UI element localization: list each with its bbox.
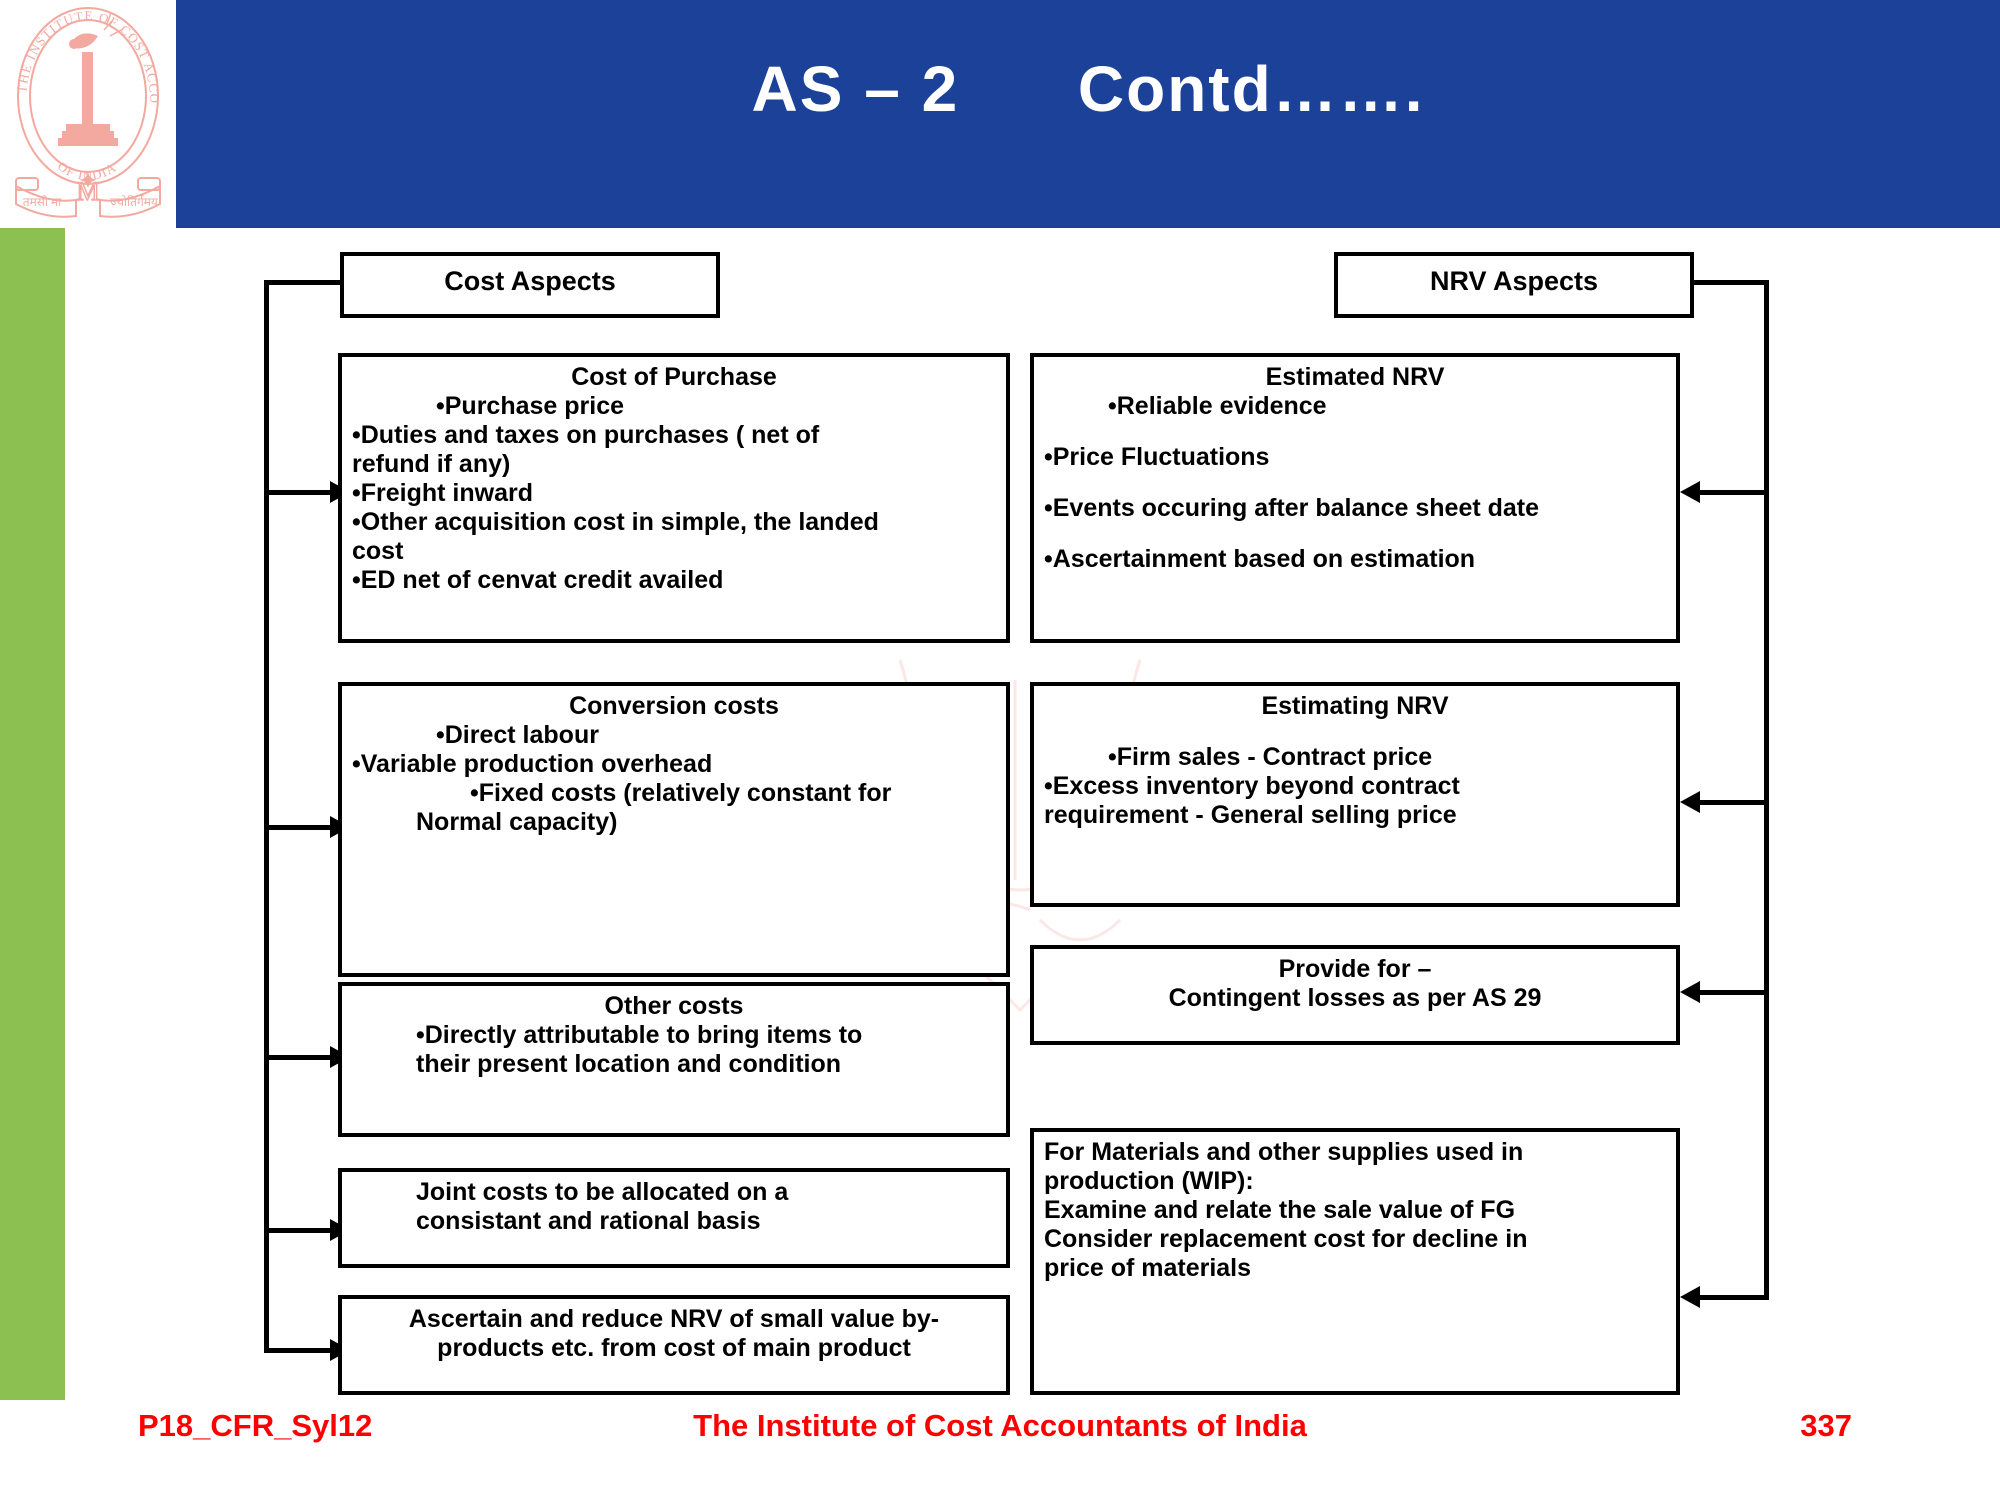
box-estimating-nrv[interactable]: Estimating NRV •Firm sales - Contract pr…	[1030, 682, 1680, 907]
left-spine-vertical	[264, 280, 269, 1350]
box-line: •Other acquisition cost in simple, the l…	[352, 508, 879, 536]
box-line: products etc. from cost of main product	[437, 1334, 911, 1362]
box-line: •Firm sales - Contract price	[1108, 743, 1433, 771]
left-accent-strip	[0, 228, 65, 1400]
box-line: •Excess inventory beyond contract	[1044, 772, 1460, 800]
box-provide-for-contingent-losses[interactable]: Provide for – Contingent losses as per A…	[1030, 945, 1680, 1045]
box-line: •Fixed costs (relatively constant for	[470, 779, 892, 807]
box-line: price of materials	[1044, 1254, 1252, 1282]
box-line: •Variable production overhead	[352, 750, 713, 778]
box-line: production (WIP):	[1044, 1167, 1254, 1195]
connector-left-5	[264, 1348, 334, 1353]
connector-left-4	[264, 1228, 334, 1233]
box-line: Ascertain and reduce NRV of small value …	[408, 1305, 940, 1333]
arrow-right-4-icon	[1680, 1286, 1700, 1308]
svg-text:तमसो मा: तमसो मा	[23, 195, 62, 209]
header-box-cost-aspects[interactable]: Cost Aspects	[340, 252, 720, 318]
header-box-nrv-aspects[interactable]: NRV Aspects	[1334, 252, 1694, 318]
footer-institute-name: The Institute of Cost Accountants of Ind…	[693, 1408, 1307, 1443]
box-line: •Ascertainment based on estimation	[1044, 545, 1476, 573]
arrow-right-1-icon	[1680, 481, 1700, 503]
box-line: •Freight inward	[352, 479, 533, 507]
box-title: Other costs	[604, 992, 744, 1020]
box-line: Provide for –	[1278, 955, 1432, 983]
box-line: •Direct labour	[436, 721, 599, 749]
nrv-aspects-label: NRV Aspects	[1429, 266, 1599, 296]
connector-left-3	[264, 1055, 334, 1060]
footer-page-number: 337	[1800, 1408, 1852, 1443]
box-line: •Events occuring after balance sheet dat…	[1044, 494, 1540, 522]
right-spine-vertical	[1764, 280, 1769, 1300]
arrow-right-2-icon	[1680, 791, 1700, 813]
box-line: •Duties and taxes on purchases ( net of	[352, 421, 820, 449]
box-line: •Price Fluctuations	[1044, 443, 1270, 471]
arrow-right-3-icon	[1680, 981, 1700, 1003]
left-spine-top-branch	[264, 280, 344, 285]
connector-right-2	[1700, 800, 1769, 805]
box-line: refund if any)	[352, 450, 511, 478]
box-line: cost	[352, 537, 404, 565]
box-line: •Reliable evidence	[1108, 392, 1327, 420]
box-line: Consider replacement cost for decline in	[1044, 1225, 1528, 1253]
connector-right-3	[1700, 990, 1769, 995]
right-spine-top-branch	[1690, 280, 1769, 285]
box-line: consistant and rational basis	[416, 1207, 761, 1235]
footer-course-code: P18_CFR_Syl12	[138, 1408, 373, 1443]
box-line: For Materials and other supplies used in	[1044, 1138, 1524, 1166]
box-title: Cost of Purchase	[571, 363, 777, 391]
box-cost-of-purchase[interactable]: Cost of Purchase •Purchase price •Duties…	[338, 353, 1010, 643]
box-title: Conversion costs	[569, 692, 779, 720]
box-title: Estimated NRV	[1265, 363, 1445, 391]
institute-logo-icon: M तमसो मा ज्योतिर्गमय THE INSTITUTE OF C…	[8, 4, 168, 224]
svg-text:ज्योतिर्गमय: ज्योतिर्गमय	[110, 195, 159, 209]
connector-right-1	[1700, 490, 1769, 495]
box-conversion-costs[interactable]: Conversion costs •Direct labour •Variabl…	[338, 682, 1010, 977]
box-materials-and-supplies-wip[interactable]: For Materials and other supplies used in…	[1030, 1128, 1680, 1395]
box-line: their present location and condition	[416, 1050, 842, 1078]
box-title: Estimating NRV	[1261, 692, 1449, 720]
box-line: requirement - General selling price	[1044, 801, 1457, 829]
box-line: •Directly attributable to bring items to	[416, 1021, 863, 1049]
box-line: Normal capacity)	[416, 808, 618, 836]
page-title: AS – 2 Contd…….	[751, 53, 1425, 125]
connector-left-2	[264, 825, 334, 830]
header-band	[176, 0, 2000, 228]
box-line: •ED net of cenvat credit availed	[352, 566, 724, 594]
box-line: Examine and relate the sale value of FG	[1044, 1196, 1516, 1224]
box-line: Contingent losses as per AS 29	[1168, 984, 1542, 1012]
box-ascertain-nrv-byproducts[interactable]: Ascertain and reduce NRV of small value …	[338, 1295, 1010, 1395]
cost-aspects-label: Cost Aspects	[444, 266, 616, 296]
footer: P18_CFR_Syl12 The Institute of Cost Acco…	[0, 1402, 2000, 1472]
box-line: Joint costs to be allocated on a	[416, 1178, 789, 1206]
connector-right-4	[1700, 1295, 1769, 1300]
box-estimated-nrv[interactable]: Estimated NRV •Reliable evidence •Price …	[1030, 353, 1680, 643]
box-joint-costs[interactable]: Joint costs to be allocated on a consist…	[338, 1168, 1010, 1268]
connector-left-1	[264, 490, 334, 495]
box-other-costs[interactable]: Other costs •Directly attributable to br…	[338, 982, 1010, 1137]
box-line: •Purchase price	[436, 392, 625, 420]
